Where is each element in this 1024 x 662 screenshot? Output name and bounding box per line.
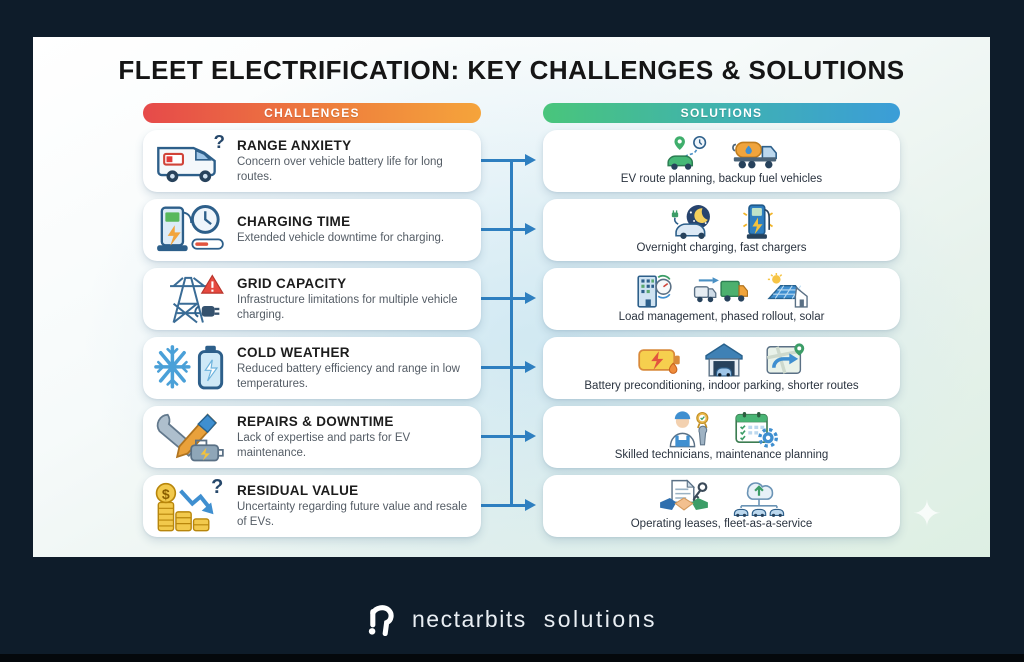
building-load-meter-icon <box>634 273 674 309</box>
solution-caption: Battery preconditioning, indoor parking,… <box>584 380 859 392</box>
backup-fuel-truck-icon <box>731 135 779 171</box>
solution-card-cold-weather: Battery preconditioning, indoor parking,… <box>543 337 900 399</box>
snowflake-battery-icon <box>143 341 237 395</box>
connector-arrow <box>481 292 536 304</box>
phased-rollout-trucks-icon <box>692 273 748 309</box>
challenge-card-range-anxiety: ? RANGE ANXIETY Concern over vehicle bat… <box>143 130 481 192</box>
challenge-title: GRID CAPACITY <box>237 275 347 291</box>
nectarbits-logo <box>367 602 399 636</box>
connector-arrow <box>481 499 536 511</box>
svg-text:?: ? <box>211 479 223 498</box>
challenge-title: REPAIRS & DOWNTIME <box>237 413 394 429</box>
solution-caption: EV route planning, backup fuel vehicles <box>620 173 823 185</box>
solution-card-charging-time: Overnight charging, fast chargers <box>543 199 900 261</box>
connector-arrow <box>481 361 536 373</box>
challenge-card-charging-time: CHARGING TIME Extended vehicle downtime … <box>143 199 481 261</box>
overnight-charging-icon <box>669 204 717 240</box>
svg-text:?: ? <box>213 134 224 152</box>
shorter-route-map-icon <box>765 342 807 378</box>
challenges-column-header: CHALLENGES <box>143 103 481 123</box>
van-low-battery-question-icon: ? <box>143 134 237 188</box>
challenge-title: COLD WEATHER <box>237 344 350 360</box>
connector-arrow <box>481 430 536 442</box>
solution-caption: Operating leases, fleet-as-a-service <box>630 518 813 530</box>
svg-text:$: $ <box>162 486 170 502</box>
challenge-description: Lack of expertise and parts for EV maint… <box>237 431 411 459</box>
wrench-engine-icon <box>143 410 237 464</box>
challenge-description: Reduced battery efficiency and range in … <box>237 362 460 390</box>
fast-charger-icon <box>741 203 775 241</box>
brand-name: nectarbits <box>412 605 527 632</box>
page-title: FLEET ELECTRIFICATION: KEY CHALLENGES & … <box>118 55 905 85</box>
bottom-strip <box>0 654 1024 662</box>
challenge-title: RESIDUAL VALUE <box>237 482 359 498</box>
challenge-description: Infrastructure limitations for multiple … <box>237 293 458 321</box>
sparkle-decoration <box>912 493 942 535</box>
solution-caption: Skilled technicians, maintenance plannin… <box>614 449 829 461</box>
challenge-title: CHARGING TIME <box>237 214 351 230</box>
indoor-garage-icon <box>703 342 745 378</box>
ev-route-planning-icon <box>665 135 707 171</box>
solution-card-residual-value: Operating leases, fleet-as-a-service <box>543 475 900 537</box>
power-grid-alert-icon <box>143 272 237 326</box>
connector-arrow <box>481 223 536 235</box>
connector-spine <box>510 161 513 506</box>
challenge-description: Extended vehicle downtime for charging. <box>237 232 445 245</box>
solution-caption: Load management, phased rollout, solar <box>618 311 825 323</box>
brand-suffix: solutions <box>543 605 657 632</box>
maintenance-calendar-gear-icon <box>734 410 778 448</box>
warm-battery-icon <box>637 343 683 377</box>
challenge-description: Concern over vehicle battery life for lo… <box>237 155 443 183</box>
cloud-fleet-service-icon <box>733 479 785 517</box>
connector-arrow <box>481 154 536 166</box>
footer-brand: nectarbits solutions <box>0 593 1024 645</box>
challenge-card-grid-capacity: GRID CAPACITY Infrastructure limitations… <box>143 268 481 330</box>
skilled-technician-icon <box>666 410 710 448</box>
solution-caption: Overnight charging, fast chargers <box>636 242 807 254</box>
solution-card-repairs-downtime: Skilled technicians, maintenance plannin… <box>543 406 900 468</box>
challenge-title: RANGE ANXIETY <box>237 137 352 153</box>
solution-card-grid-capacity: Load management, phased rollout, solar <box>543 268 900 330</box>
infographic-panel: FLEET ELECTRIFICATION: KEY CHALLENGES & … <box>33 37 990 557</box>
solution-card-range-anxiety: EV route planning, backup fuel vehicles <box>543 130 900 192</box>
ev-charger-clock-icon <box>143 203 237 257</box>
solar-house-icon <box>766 273 810 309</box>
solutions-column-header: SOLUTIONS <box>543 103 900 123</box>
challenge-description: Uncertainty regarding future value and r… <box>237 500 468 528</box>
lease-handshake-key-icon <box>659 479 709 517</box>
challenge-card-repairs-downtime: REPAIRS & DOWNTIME Lack of expertise and… <box>143 406 481 468</box>
challenge-card-residual-value: $ ? RESIDUAL VALUE Uncertainty regarding… <box>143 475 481 537</box>
coins-decline-question-icon: $ ? <box>143 479 237 533</box>
challenge-card-cold-weather: COLD WEATHER Reduced battery efficiency … <box>143 337 481 399</box>
